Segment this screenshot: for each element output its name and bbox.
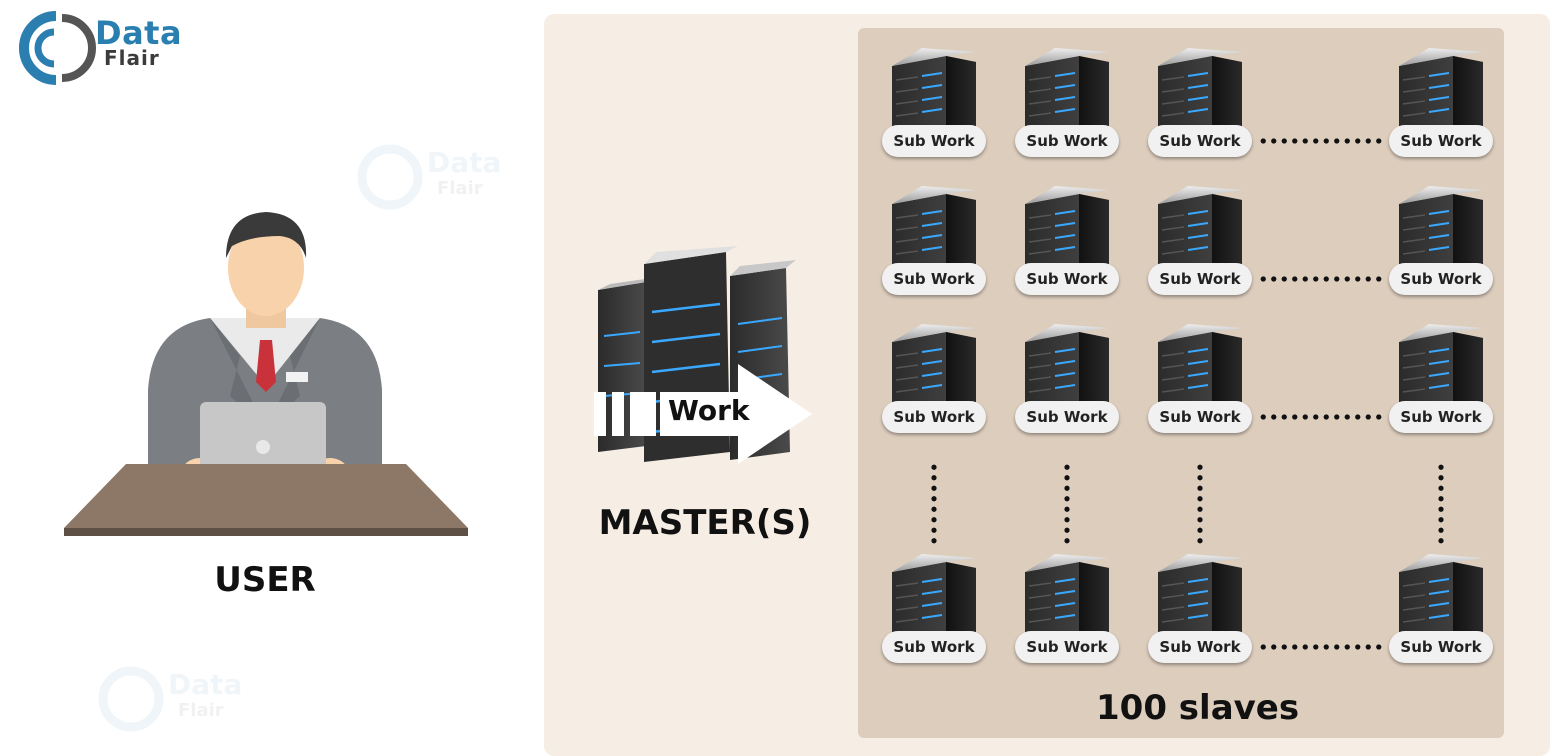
server-icon	[1025, 48, 1109, 126]
sub-work-node: Sub Work	[1148, 631, 1252, 663]
watermark-text-flair: Flair	[437, 178, 483, 199]
logo	[18, 10, 188, 90]
server-icon	[1025, 186, 1109, 264]
sub-work-node: Sub Work	[1389, 631, 1493, 663]
master-server-cluster-icon	[594, 246, 812, 464]
ellipsis-dots-vertical	[1438, 462, 1444, 548]
ellipsis-dots-vertical	[931, 462, 937, 548]
logo-icon	[19, 11, 96, 85]
server-icon	[892, 48, 976, 126]
master-label: MASTER(S)	[598, 503, 812, 543]
watermark-text-data: Data	[427, 146, 502, 179]
work-label: Work	[668, 394, 750, 427]
ellipsis-dots-horizontal	[1258, 644, 1384, 650]
server-icon	[1399, 324, 1483, 402]
ellipsis-dots-horizontal	[1258, 276, 1384, 282]
sub-work-node: Sub Work	[1389, 125, 1493, 157]
sub-work-node: Sub Work	[882, 125, 986, 157]
sub-work-node: Sub Work	[1015, 401, 1119, 433]
server-icon	[1399, 186, 1483, 264]
server-icon	[1158, 324, 1242, 402]
server-icon	[1158, 48, 1242, 126]
server-icon	[1025, 324, 1109, 402]
ellipsis-dots-vertical	[1064, 462, 1070, 548]
sub-work-node: Sub Work	[1389, 263, 1493, 295]
sub-work-node: Sub Work	[1389, 401, 1493, 433]
ellipsis-dots-horizontal	[1258, 414, 1384, 420]
server-icon	[892, 186, 976, 264]
watermark-icon	[357, 144, 423, 210]
watermark-logo: Data Flair	[96, 664, 242, 738]
watermark-icon	[98, 666, 164, 732]
server-icon	[1399, 48, 1483, 126]
watermark-text-flair: Flair	[178, 700, 224, 721]
server-icon	[1025, 554, 1109, 632]
sub-work-node: Sub Work	[1148, 125, 1252, 157]
sub-work-node: Sub Work	[1015, 263, 1119, 295]
watermark-text-data: Data	[168, 668, 243, 701]
sub-work-node: Sub Work	[882, 263, 986, 295]
sub-work-node: Sub Work	[1015, 631, 1119, 663]
ellipsis-dots-vertical	[1197, 462, 1203, 548]
server-icon	[892, 554, 976, 632]
logo-text-data: Data	[95, 14, 183, 52]
sub-work-node: Sub Work	[1148, 401, 1252, 433]
watermark-logo: Data Flair	[355, 142, 501, 216]
user-label: USER	[214, 560, 316, 600]
ellipsis-dots-horizontal	[1258, 138, 1384, 144]
sub-work-node: Sub Work	[882, 401, 986, 433]
slaves-count-label: 100 slaves	[1096, 688, 1300, 728]
sub-work-node: Sub Work	[1015, 125, 1119, 157]
server-icon	[1158, 554, 1242, 632]
sub-work-node: Sub Work	[1148, 263, 1252, 295]
sub-work-node: Sub Work	[882, 631, 986, 663]
user-at-laptop-illustration	[64, 212, 468, 536]
server-icon	[1399, 554, 1483, 632]
server-icon	[892, 324, 976, 402]
arrow-icon	[594, 364, 812, 464]
logo-text-flair: Flair	[104, 46, 160, 70]
server-icon	[1158, 186, 1242, 264]
